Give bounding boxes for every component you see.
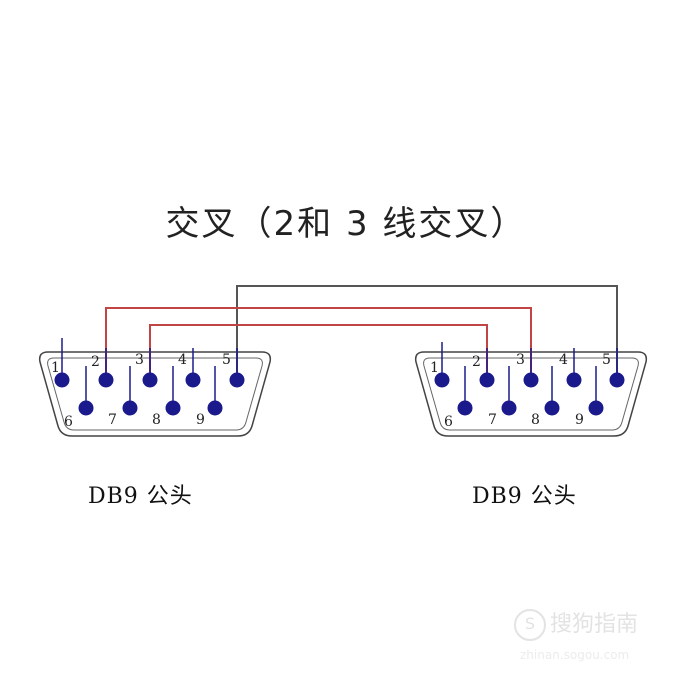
left-pin-label-8: 8: [152, 412, 161, 428]
left-pin-6: [78, 400, 94, 416]
right-pin-label-6: 6: [444, 414, 453, 430]
left-pin-4: [185, 372, 201, 388]
right-pin-label-4: 4: [559, 352, 568, 368]
right-pin-8: [544, 400, 560, 416]
left-connector-shell: [38, 351, 272, 437]
left-pin-label-1: 1: [51, 360, 60, 376]
left-pin-9: [207, 400, 223, 416]
left-pin-label-6: 6: [64, 414, 73, 430]
right-pin-4: [566, 372, 582, 388]
right-pin-label-9: 9: [575, 412, 584, 428]
left-pin-label-2: 2: [91, 354, 100, 370]
right-pin-9: [588, 400, 604, 416]
right-pin-label-2: 2: [472, 354, 481, 370]
left-pin-row-top: [54, 338, 245, 388]
right-pin-row-top: [434, 342, 625, 388]
right-pin-row-bottom: [457, 366, 604, 416]
watermark-url: zhinan.sogou.com: [520, 648, 630, 662]
right-pin-label-8: 8: [531, 412, 540, 428]
left-pin-8: [165, 400, 181, 416]
right-connector-shell: [414, 351, 648, 437]
left-pin-label-9: 9: [196, 412, 205, 428]
right-pin-2: [479, 372, 495, 388]
sogou-logo-icon: S: [514, 609, 546, 641]
left-pin-label-4: 4: [178, 352, 187, 368]
watermark-text: 搜狗指南: [550, 612, 639, 637]
right-pin-label-3: 3: [516, 352, 525, 368]
left-pin-7: [122, 400, 138, 416]
left-pin-3: [142, 372, 158, 388]
right-pin-label-5: 5: [602, 352, 611, 368]
wire-left2-right3: [105, 307, 532, 380]
right-connector-label: DB9 公头: [472, 484, 577, 509]
left-pin-row-bottom: [78, 366, 223, 416]
left-pin-label-7: 7: [108, 412, 117, 428]
left-pin-5: [229, 372, 245, 388]
diagram-title: 交叉（2和 3 线交叉）: [165, 204, 527, 244]
right-pin-3: [523, 372, 539, 388]
left-pin-2: [98, 372, 114, 388]
right-pin-label-7: 7: [488, 412, 497, 428]
right-pin-5: [609, 372, 625, 388]
left-connector-inner: [47, 357, 263, 431]
wire-ground-5-5: [236, 285, 618, 380]
right-connector-inner: [423, 357, 639, 431]
left-pin-label-5: 5: [222, 352, 231, 368]
left-pin-1: [54, 372, 70, 388]
right-pin-label-1: 1: [430, 360, 439, 376]
right-pin-7: [501, 400, 517, 416]
right-pin-6: [457, 400, 473, 416]
right-pin-1: [434, 372, 450, 388]
left-pin-label-3: 3: [135, 352, 144, 368]
left-connector-label: DB9 公头: [88, 484, 193, 509]
